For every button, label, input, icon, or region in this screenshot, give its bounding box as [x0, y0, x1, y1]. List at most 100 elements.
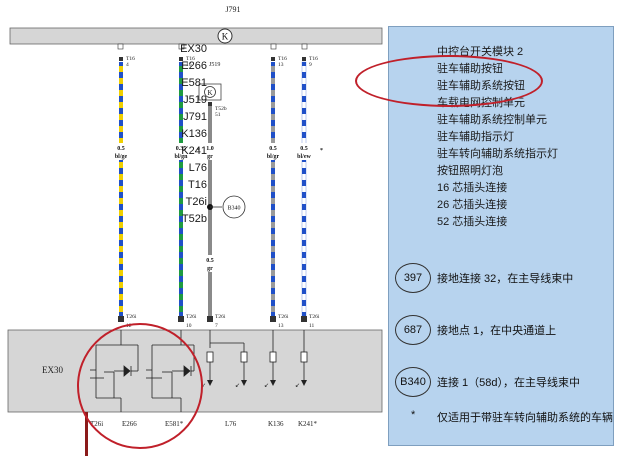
- legend-desc: 16 芯插头连接: [437, 182, 508, 194]
- ground-badge: B340: [395, 367, 431, 397]
- legend-desc: 驻车辅助系统控制单元: [437, 114, 547, 126]
- svg-text:↙: ↙: [295, 383, 300, 389]
- footnote-star: *: [411, 409, 416, 421]
- svg-text:T16: T16: [309, 56, 318, 62]
- svg-text:51: 51: [215, 112, 221, 118]
- legend-code: K136: [181, 128, 207, 140]
- diagram-highlight-circle: [77, 323, 203, 449]
- svg-text:0.5: 0.5: [117, 146, 125, 152]
- svg-text:T16: T16: [186, 56, 195, 62]
- b340-label: B340: [227, 206, 240, 212]
- svg-text:10: 10: [186, 323, 192, 329]
- j519-relay-symbol: K: [207, 89, 212, 97]
- component-labels: T26i E266 E581* L76 K136 K241*: [90, 420, 318, 428]
- legend-highlight-ellipse: [355, 55, 543, 107]
- legend-desc: 52 芯插头连接: [437, 216, 508, 228]
- ex30-internal-circuit: [90, 330, 308, 412]
- legend-desc: 按钮照明灯泡: [437, 165, 503, 177]
- svg-text:16: 16: [186, 62, 192, 68]
- svg-text:0.5: 0.5: [206, 258, 214, 264]
- svg-text:*: *: [197, 148, 200, 154]
- legend-code: K241: [181, 145, 207, 157]
- j791-relay-symbol: K: [222, 32, 229, 42]
- svg-text:T26i: T26i: [309, 314, 320, 320]
- legend-code: E266: [181, 60, 207, 72]
- svg-text:1.0: 1.0: [206, 146, 214, 152]
- svg-text:↙: ↙: [264, 383, 269, 389]
- svg-text:T16: T16: [126, 56, 135, 62]
- j791-relay-icon: [217, 28, 233, 44]
- wire-bl-ge: [119, 62, 123, 320]
- legend-code: J519: [183, 94, 207, 106]
- svg-text:K136: K136: [268, 420, 284, 428]
- svg-text:T26i: T26i: [126, 314, 137, 320]
- top-connector-labels: T16 4 T16 16 T16 13 T16 9: [126, 56, 318, 68]
- ground-point-b340: B340 连接 1（58d），在主导线束中: [395, 367, 609, 397]
- svg-text:T26i: T26i: [278, 314, 289, 320]
- j519-label: J519: [209, 62, 220, 68]
- ground-desc: 连接 1（58d），在主导线束中: [437, 377, 581, 389]
- legend-code: T26i: [185, 196, 207, 208]
- legend-desc: 驻车转向辅助系统指示灯: [437, 148, 558, 160]
- output-wire: [85, 412, 88, 456]
- wiring-diagram: J791 K T16 4 T16 16 T16 13 T16 9 J519 K …: [7, 5, 383, 456]
- j791-label: J791: [225, 5, 240, 14]
- b340-circle: [222, 195, 246, 219]
- legend-code: T52b: [181, 213, 207, 225]
- ex30-module: [7, 329, 383, 413]
- svg-text:12: 12: [126, 323, 132, 329]
- svg-text:9: 9: [309, 62, 312, 68]
- svg-text:*: *: [320, 148, 323, 154]
- svg-text:T26i: T26i: [215, 314, 226, 320]
- j519-relay-icon: [204, 86, 216, 98]
- ground-badge: 687: [395, 315, 431, 345]
- svg-text:gr: gr: [207, 154, 213, 160]
- legend-code: J791: [183, 111, 207, 123]
- svg-text:T52b: T52b: [215, 106, 227, 112]
- svg-text:↙: ↙: [235, 383, 240, 389]
- svg-text:13: 13: [278, 62, 284, 68]
- svg-text:L76: L76: [225, 420, 237, 428]
- svg-text:bl/ew: bl/ew: [297, 154, 311, 160]
- svg-text:13: 13: [278, 323, 284, 329]
- svg-text:11: 11: [309, 323, 315, 329]
- footnote-text: 仅适用于带驻车转向辅助系统的车辆: [437, 412, 613, 424]
- legend-code: L76: [188, 162, 207, 174]
- wire-gauge-labels: 0.5 bl/ge 0.35 bl/gn * 1.0 gr 0.5 bl/gr …: [108, 143, 323, 272]
- ground-desc: 接地点 1，在中央通道上: [437, 325, 557, 337]
- svg-text:T16: T16: [278, 56, 287, 62]
- j519-connector-label: T52b 51: [215, 106, 227, 118]
- svg-text:0.35: 0.35: [176, 146, 187, 152]
- svg-text:7: 7: [215, 323, 218, 329]
- bottom-connector-labels: T26i 12 T26i 10 T26i 7 T26i 13 T26i 11: [126, 314, 320, 329]
- svg-text:E581*: E581*: [165, 420, 184, 428]
- top-pins: [117, 43, 308, 61]
- svg-text:T26i: T26i: [186, 314, 197, 320]
- svg-text:gr: gr: [207, 266, 213, 272]
- ground-desc: 接地连接 32，在主导线束中: [437, 273, 574, 285]
- bottom-pins: [118, 316, 307, 322]
- legend-code: EX30: [180, 43, 207, 55]
- wire-gr: [208, 106, 212, 320]
- legend-code: E581: [181, 77, 207, 89]
- legend-desc: 26 芯插头连接: [437, 199, 508, 211]
- svg-text:0.5: 0.5: [300, 146, 308, 152]
- svg-text:bl/gr: bl/gr: [267, 154, 280, 160]
- wire-bl-ws: [301, 61, 307, 321]
- led-lamps: ↙ ↙ ↙ ↙: [201, 380, 307, 389]
- svg-text:T26i: T26i: [90, 420, 103, 428]
- wire-bl-gr: [271, 62, 275, 320]
- svg-text:4: 4: [126, 62, 129, 68]
- svg-text:↙: ↙: [201, 383, 206, 389]
- ground-badge: 397: [395, 263, 431, 293]
- legend-code: T16: [188, 179, 207, 191]
- ground-point-687: 687 接地点 1，在中央通道上: [395, 315, 609, 345]
- svg-text:0.5: 0.5: [269, 146, 277, 152]
- svg-text:bl/gn: bl/gn: [174, 154, 188, 160]
- svg-text:E266: E266: [122, 420, 137, 428]
- svg-text:K241*: K241*: [298, 420, 318, 428]
- ex30-label: EX30: [42, 365, 63, 375]
- wire-bl-gn: [179, 62, 183, 320]
- svg-text:bl/ge: bl/ge: [115, 154, 128, 160]
- j791-bar: [9, 27, 383, 45]
